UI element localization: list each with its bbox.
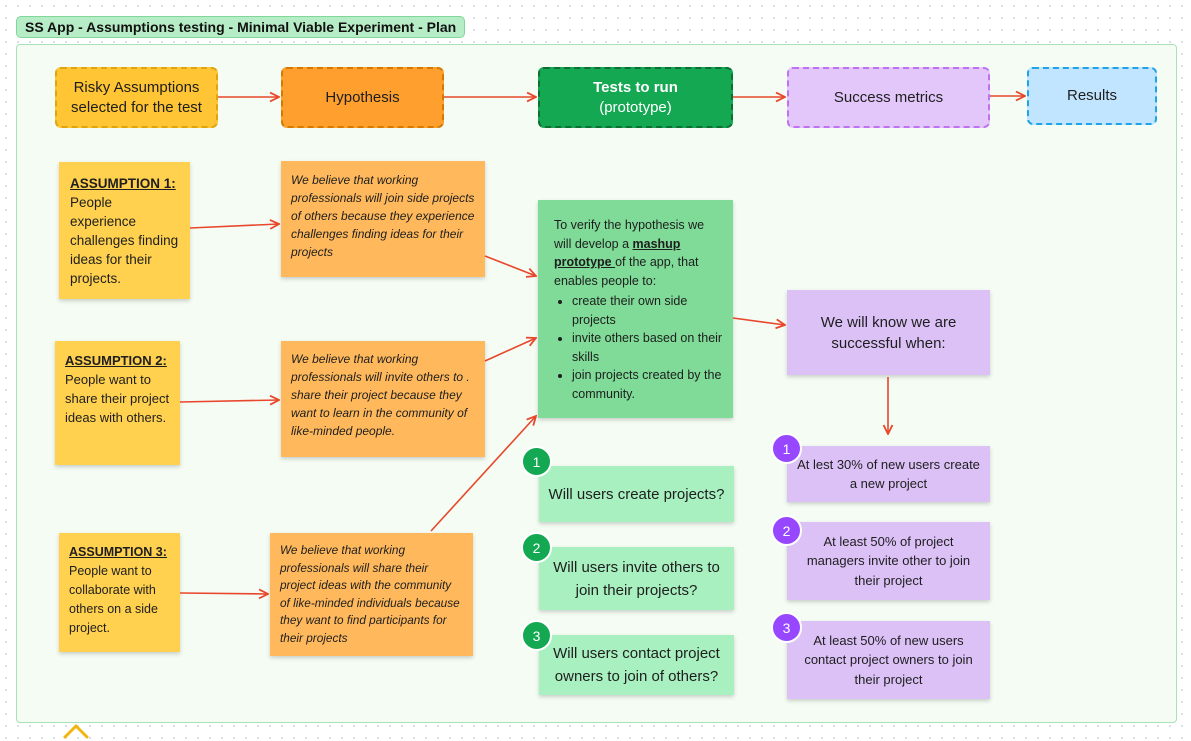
connector-arrow[interactable] — [430, 416, 536, 532]
hypothesis-text: We believe that working professionals wi… — [280, 543, 460, 645]
header-tests-sublabel: (prototype) — [599, 98, 672, 116]
assumption-sticky-1[interactable]: ASSUMPTION 1: People experience challeng… — [59, 162, 190, 299]
hypothesis-text: We believe that working professionals wi… — [291, 352, 470, 438]
question-number-badge-3: 3 — [521, 620, 552, 651]
assumption-text: People experience challenges finding ide… — [70, 195, 179, 286]
hypothesis-text: We believe that working professionals wi… — [291, 173, 475, 259]
assumption-text: People want to share their project ideas… — [65, 372, 170, 425]
header-hypothesis[interactable]: Hypothesis — [281, 67, 444, 128]
question-sticky-1[interactable]: Will users create projects? — [539, 466, 734, 522]
prototype-bullet-list: create their own side projects invite ot… — [554, 292, 723, 403]
question-number-badge-2: 2 — [521, 532, 552, 563]
assumption-text: People want to collaborate with others o… — [69, 564, 158, 635]
assumption-heading: ASSUMPTION 1: — [70, 176, 176, 191]
header-risky-assumptions[interactable]: Risky Assumptions selected for the test — [55, 67, 218, 128]
metric-text: At lest 30% of new users create a new pr… — [797, 456, 980, 492]
connector-arrow[interactable] — [484, 255, 536, 276]
metric-sticky-1[interactable]: At lest 30% of new users create a new pr… — [787, 446, 990, 502]
assumption-heading: ASSUMPTION 3: — [69, 545, 167, 559]
prototype-bullet: invite others based on their skills — [572, 329, 723, 366]
success-criteria-text: We will know we are successful when: — [820, 313, 957, 352]
prototype-bullet: create their own side projects — [572, 292, 723, 329]
header-results[interactable]: Results — [1027, 67, 1157, 125]
metric-text: At least 50% of new users contact projec… — [804, 632, 973, 687]
metric-number-badge-2: 2 — [771, 515, 802, 546]
question-text: Will users contact project owners to joi… — [553, 645, 720, 685]
header-results-label: Results — [1066, 87, 1118, 104]
prototype-rest: of the app, that enables people to: — [554, 255, 699, 288]
metric-text: At least 50% of project managers invite … — [806, 533, 971, 588]
success-criteria-sticky[interactable]: We will know we are successful when: — [787, 290, 990, 375]
metric-number-badge-1: 1 — [771, 433, 802, 464]
header-risky-label: Risky Assumptions selected for the test — [71, 78, 202, 116]
prototype-intro: To verify the hypothesis we will develop… — [554, 218, 705, 251]
header-tests-to-run[interactable]: Tests to run (prototype) — [538, 67, 733, 128]
question-sticky-3[interactable]: Will users contact project owners to joi… — [539, 635, 734, 695]
question-text: Will users invite others to join their p… — [553, 558, 720, 599]
chevron-up-icon[interactable] — [62, 722, 90, 741]
assumption-sticky-2[interactable]: ASSUMPTION 2: People want to share their… — [55, 341, 180, 465]
header-success-metrics[interactable]: Success metrics — [787, 67, 990, 128]
connector-arrow[interactable] — [179, 593, 268, 594]
assumption-sticky-3[interactable]: ASSUMPTION 3: People want to collaborate… — [59, 533, 180, 652]
prototype-bullet: join projects created by the community. — [572, 366, 723, 403]
header-hypothesis-label: Hypothesis — [325, 88, 400, 106]
question-text: Will users create projects? — [548, 485, 725, 503]
header-tests-label: Tests to run — [593, 78, 678, 96]
board-title: SS App - Assumptions testing - Minimal V… — [16, 16, 466, 38]
connector-arrow[interactable] — [484, 338, 536, 362]
hypothesis-sticky-2[interactable]: We believe that working professionals wi… — [281, 341, 485, 457]
question-number-badge-1: 1 — [521, 446, 552, 477]
connector-arrow[interactable] — [732, 317, 785, 325]
question-sticky-2[interactable]: Will users invite others to join their p… — [539, 547, 734, 610]
metric-sticky-3[interactable]: At least 50% of new users contact projec… — [787, 621, 990, 699]
assumption-heading: ASSUMPTION 2: — [65, 353, 167, 368]
metric-sticky-2[interactable]: At least 50% of project managers invite … — [787, 522, 990, 600]
hypothesis-sticky-1[interactable]: We believe that working professionals wi… — [281, 161, 485, 277]
prototype-highlight: mashup prototype — [554, 236, 681, 270]
metric-number-badge-3: 3 — [771, 612, 802, 643]
hypothesis-sticky-3[interactable]: We believe that working professionals wi… — [270, 533, 473, 656]
prototype-description: To verify the hypothesis we will develop… — [554, 216, 723, 290]
connector-arrow[interactable] — [179, 400, 279, 402]
prototype-sticky[interactable]: To verify the hypothesis we will develop… — [538, 200, 733, 418]
connector-arrow[interactable] — [189, 224, 279, 228]
header-success-label: Success metrics — [833, 88, 944, 106]
